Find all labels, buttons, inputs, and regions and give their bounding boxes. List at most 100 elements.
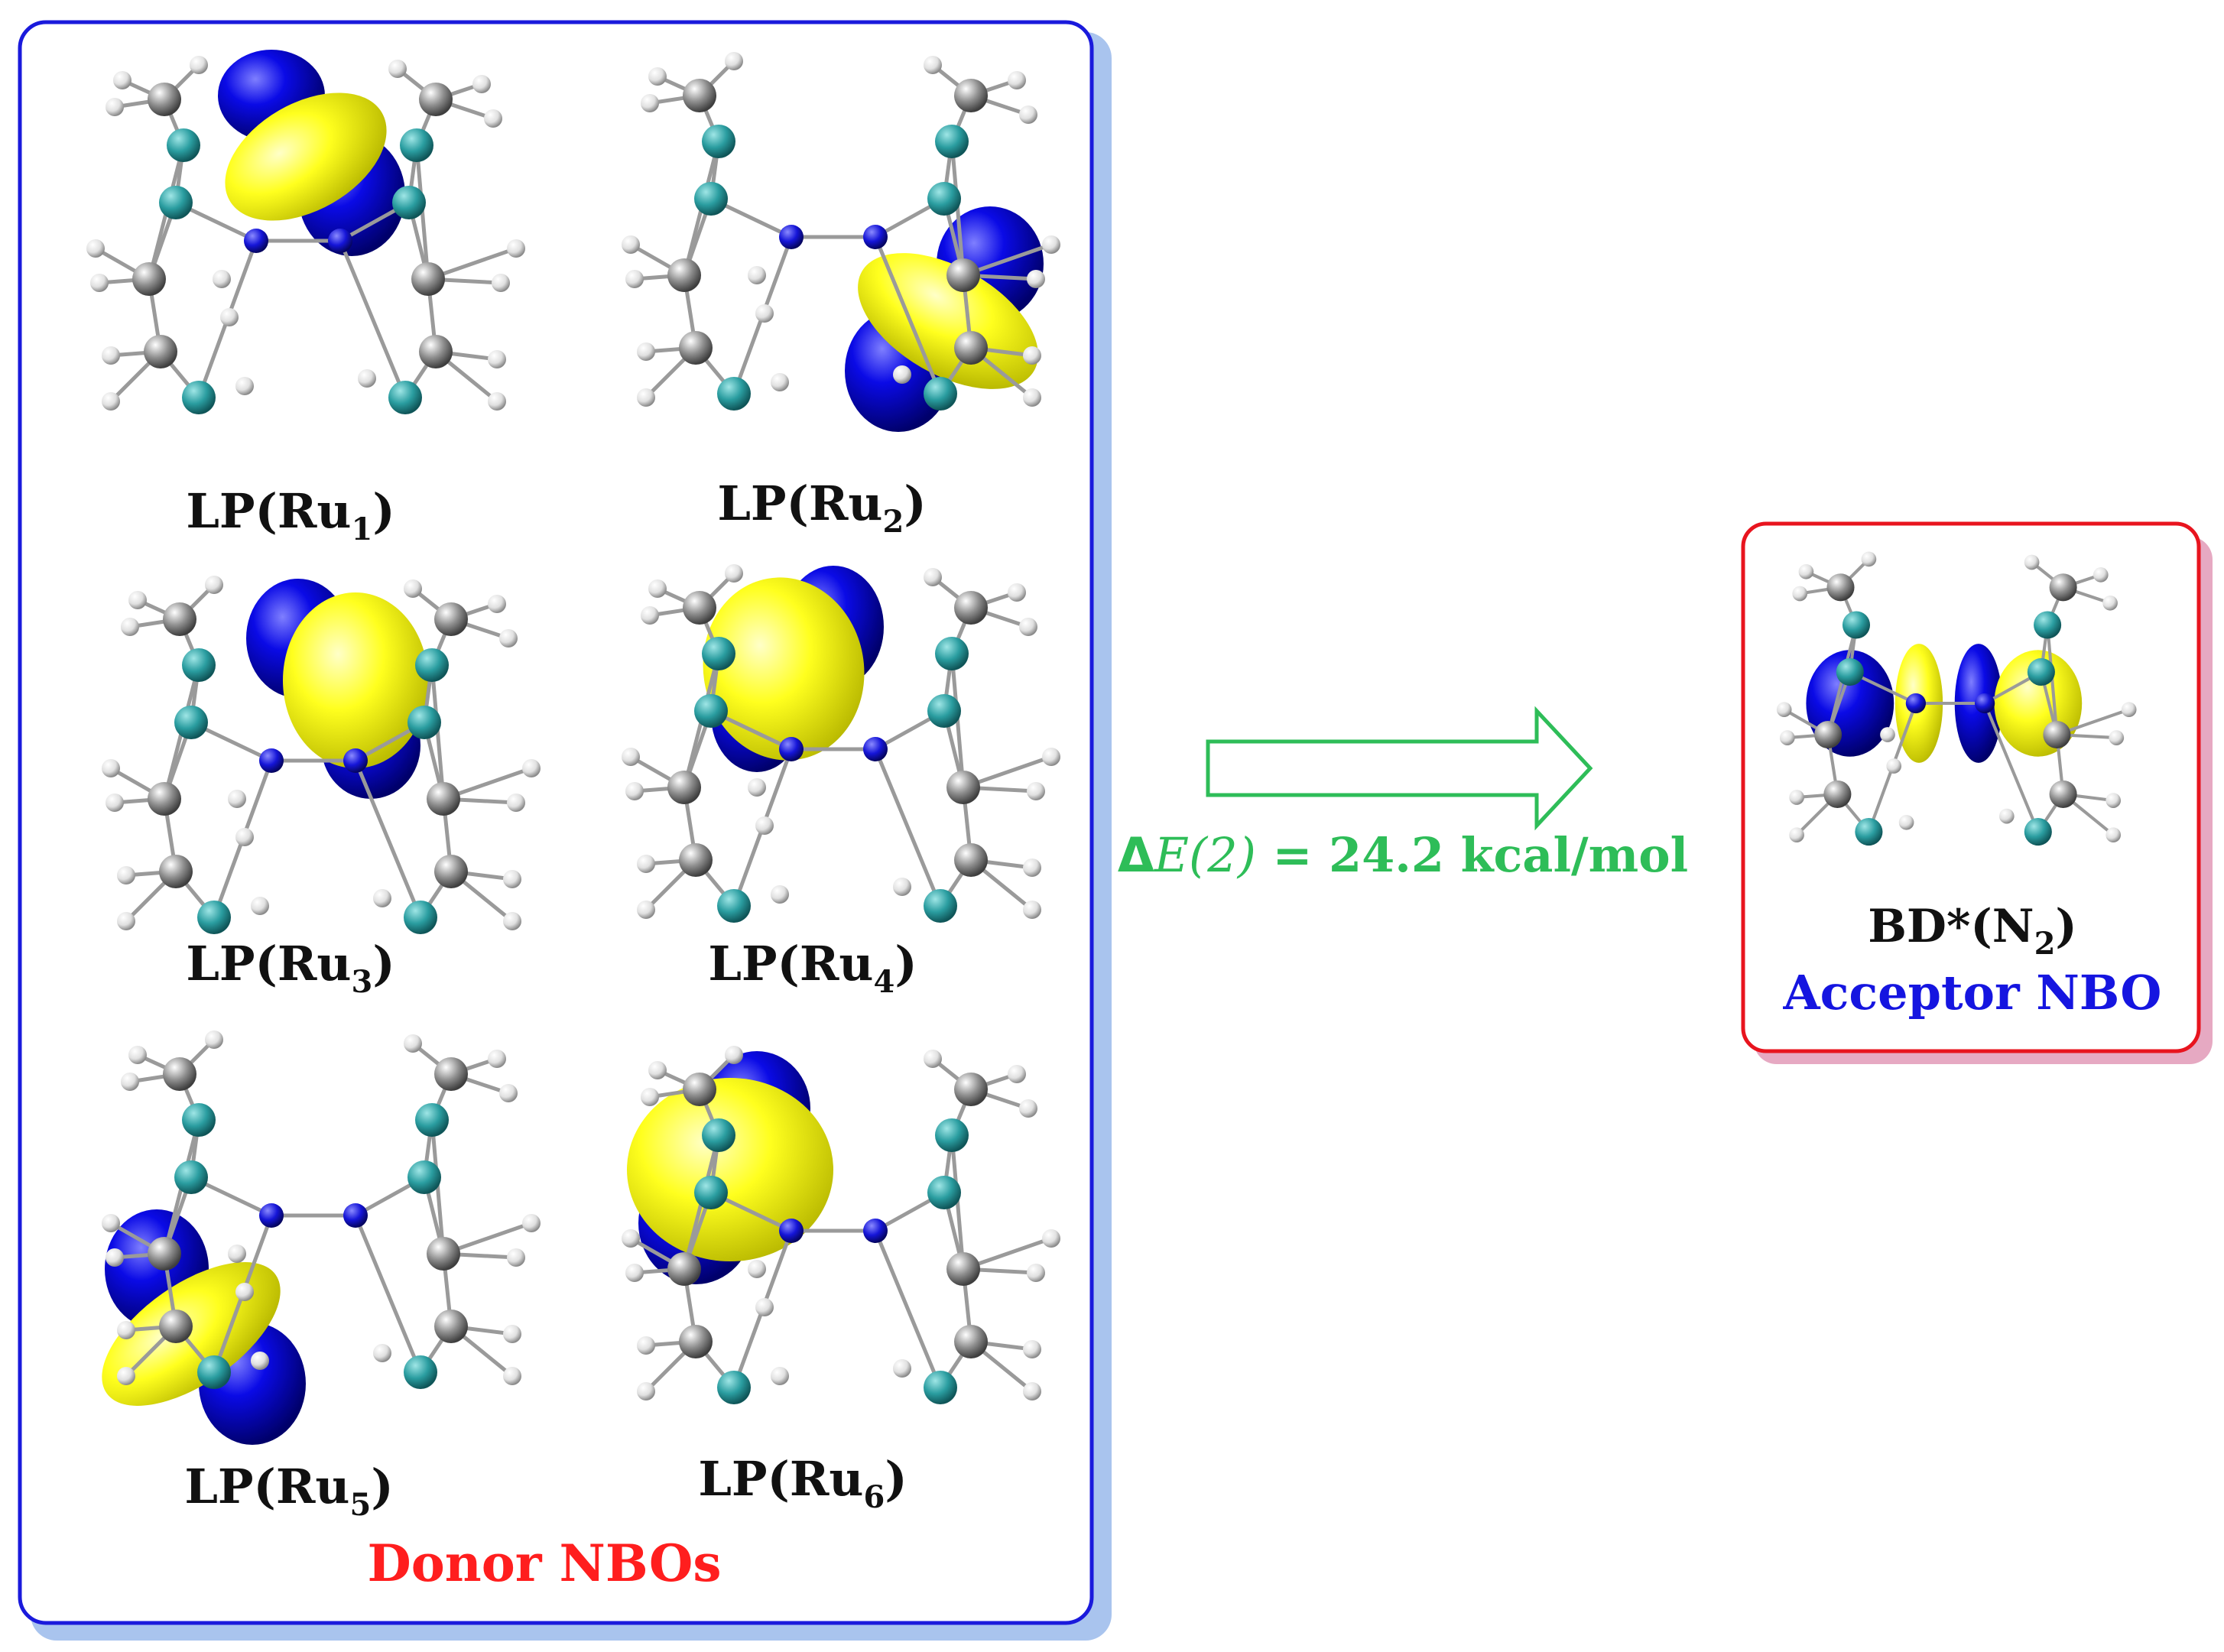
atom-h [1027,270,1045,288]
molecule-ru3 [102,576,541,934]
atom-ru [927,1176,961,1209]
orbital-label-ru5: LP(Ru5) [184,1459,393,1523]
atom-h [228,1245,246,1263]
atom-c [148,83,181,116]
atom-h [106,794,124,812]
atom-ru [717,889,751,923]
atom-h [251,897,269,915]
atom-ru [407,706,441,739]
atom-c [683,1073,716,1106]
atom-ru [717,377,751,411]
atom-h [507,239,525,258]
atom-h [1880,727,1895,742]
orbital-label-ru6: LP(Ru6) [698,1451,907,1515]
atom-c [946,1252,980,1286]
molecule-ru2 [622,52,1060,432]
atom-c [954,1073,988,1106]
bond [338,240,407,398]
atom-h [893,878,911,896]
atom-h [251,1352,269,1370]
atom-ru [924,377,957,411]
atom-ru [415,648,449,682]
atom-h [90,274,109,292]
atom-h [893,365,911,384]
atom-h [1023,858,1041,877]
atom-h [503,1367,521,1385]
atom-n [779,737,804,761]
atom-ru [935,637,969,670]
atom-c [1814,720,1843,749]
orbital-lobe-positive [858,253,1038,389]
atom-c [148,782,181,816]
atom-c [1823,780,1852,808]
atom-h [190,56,208,74]
atom-c [679,1325,713,1358]
atom-c [427,782,460,816]
atom-ru [388,381,422,414]
atom-h [637,901,655,919]
atom-ru [935,1118,969,1152]
atom-h [637,342,655,361]
atom-h [641,94,659,112]
atom-h [86,239,105,258]
atom-ru [159,186,193,219]
atom-h [1792,586,1808,602]
atom-c [419,335,453,368]
atom-h [102,346,120,365]
atom-h [1023,1340,1041,1358]
atom-h [1779,730,1795,745]
atom-n [259,1203,284,1228]
donor-panel-title: Donor NBOs [368,1534,722,1593]
atom-c [667,1252,701,1286]
bond [353,760,423,918]
orbital-label-ru3: LP(Ru3) [186,936,394,1000]
atom-c [946,771,980,804]
atom-ru [407,1160,441,1194]
orbital-label-ru4: LP(Ru4) [708,936,917,1000]
atom-c [1826,573,1855,602]
atom-h [499,629,518,647]
atom-h [1998,808,2015,824]
atom-n [779,225,804,249]
atom-h [748,266,766,284]
molecule-ru6 [622,1046,1060,1404]
atom-h [1008,1065,1026,1083]
atom-c [954,591,988,625]
atom-h [484,109,502,128]
atom-h [220,308,239,326]
atom-ru [702,125,735,158]
atom-h [725,52,743,70]
atom-ru [415,1103,449,1137]
atom-ru [197,1355,231,1389]
atom-h [1027,1264,1045,1282]
atom-c [679,331,713,365]
bond [873,236,943,394]
atom-h [117,1321,135,1339]
atom-h [1008,583,1026,602]
atom-c [132,262,166,296]
atom-h [503,870,521,888]
atom-h [121,618,139,636]
atom-c [667,771,701,804]
atom-ru [927,694,961,728]
atom-h [488,350,506,368]
atom-h [507,1248,525,1267]
atom-c [683,79,716,112]
orbital-label-ru1: LP(Ru1) [186,483,394,547]
atom-n [863,1219,888,1243]
bond [1983,703,2040,832]
interaction-energy-label: ΔE(2) = 24.2 kcal/mol [1118,827,1688,883]
atom-n [863,225,888,249]
atom-h [625,270,644,288]
atom-h [404,1034,422,1053]
atom-c [946,258,980,292]
atom-c [163,1057,196,1091]
atom-ru [2024,818,2052,846]
atom-n [779,1219,804,1243]
atom-h [2093,567,2109,583]
atom-h [117,1367,135,1385]
atom-h [235,828,254,846]
atom-h [1042,235,1060,254]
atom-h [648,67,667,86]
atom-c [683,591,716,625]
